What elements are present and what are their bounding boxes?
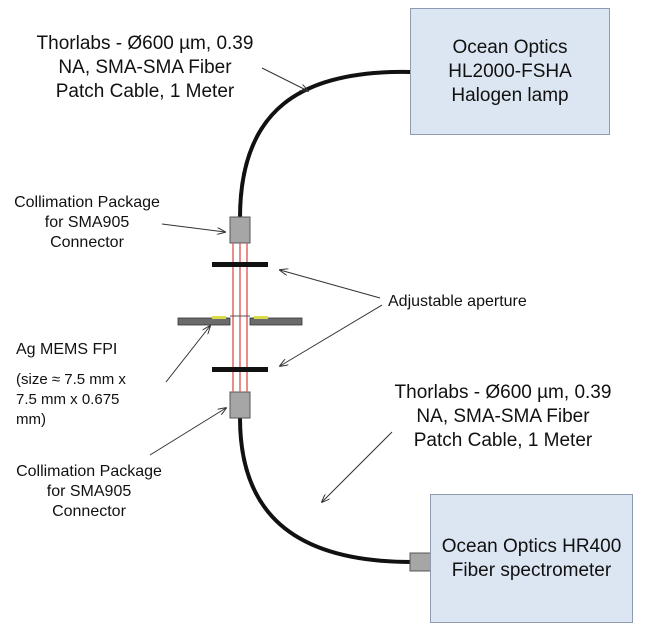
top-collimation-label: Collimation Package for SMA905 Connector (2, 193, 172, 253)
spectrometer-box-line: Fiber spectrometer (451, 559, 612, 581)
bottom-aperture (212, 367, 268, 372)
bottom-fiber-cable (238, 416, 414, 564)
fpi-label: Ag MEMS FPI (16, 340, 166, 360)
top-cable-label: Thorlabs - Ø600 µm, 0.39 NA, SMA-SMA Fib… (20, 32, 270, 104)
bottom-cable-label-line: NA, SMA-SMA Fiber (416, 406, 590, 427)
top-collimation-arrow (161, 223, 225, 232)
bottom-cable-label: Thorlabs - Ø600 µm, 0.39 NA, SMA-SMA Fib… (378, 381, 628, 453)
bottom-cable-arrow (322, 431, 393, 502)
spectrometer-box-line: Ocean Optics HR400 (441, 535, 622, 557)
bottom-cable-label-line: Patch Cable, 1 Meter (413, 430, 593, 451)
aperture-arrow-upper (280, 270, 381, 299)
fpi-coating (254, 316, 268, 319)
fpi-size-label: (size ≈ 7.5 mm x 7.5 mm x 0.675 mm) (16, 370, 166, 430)
bottom-collimator (229, 391, 251, 419)
spectrometer-box: Ocean Optics HR400 Fiber spectrometer (430, 494, 633, 623)
top-cable-label-line: Patch Cable, 1 Meter (55, 81, 235, 102)
fpi-left-mirror (177, 317, 231, 326)
lamp-box-line: Halogen lamp (451, 84, 569, 106)
top-cable-label-line: Thorlabs - Ø600 µm, 0.39 (36, 33, 254, 54)
fpi-size-line: 7.5 mm x 0.675 (16, 391, 120, 408)
fpi-size-line: (size ≈ 7.5 mm x (16, 371, 126, 388)
bottom-collimation-label-line: Connector (52, 503, 126, 520)
top-fiber-cable (238, 69, 412, 220)
aperture-label-text: Adjustable aperture (388, 293, 527, 310)
spectrometer-port (409, 552, 433, 572)
bottom-collimation-arrow (149, 408, 226, 456)
top-collimation-label-line: Collimation Package (14, 194, 160, 211)
bottom-collimation-label-line: for SMA905 (46, 483, 132, 500)
top-collimator (229, 216, 251, 244)
fpi-label-text: Ag MEMS FPI (16, 341, 118, 358)
aperture-label: Adjustable aperture (388, 292, 558, 312)
top-cable-arrow (261, 67, 308, 91)
aperture-arrow-lower (280, 304, 383, 366)
fpi-size-line: mm) (16, 411, 46, 428)
top-collimation-label-line: for SMA905 (44, 214, 130, 231)
fpi-coating (212, 316, 226, 319)
fpi-right-mirror (249, 317, 303, 326)
bottom-collimation-label: Collimation Package for SMA905 Connector (4, 462, 174, 522)
fpi-arrow (165, 326, 210, 383)
top-collimation-label-line: Connector (50, 234, 124, 251)
top-aperture (212, 262, 268, 267)
lamp-box: Ocean Optics HL2000-FSHA Halogen lamp (410, 8, 610, 135)
lamp-box-line: HL2000-FSHA (448, 60, 572, 82)
bottom-cable-label-line: Thorlabs - Ø600 µm, 0.39 (394, 382, 612, 403)
lamp-box-line: Ocean Optics (452, 36, 568, 58)
bottom-collimation-label-line: Collimation Package (16, 463, 162, 480)
top-cable-label-line: NA, SMA-SMA Fiber (58, 57, 232, 78)
